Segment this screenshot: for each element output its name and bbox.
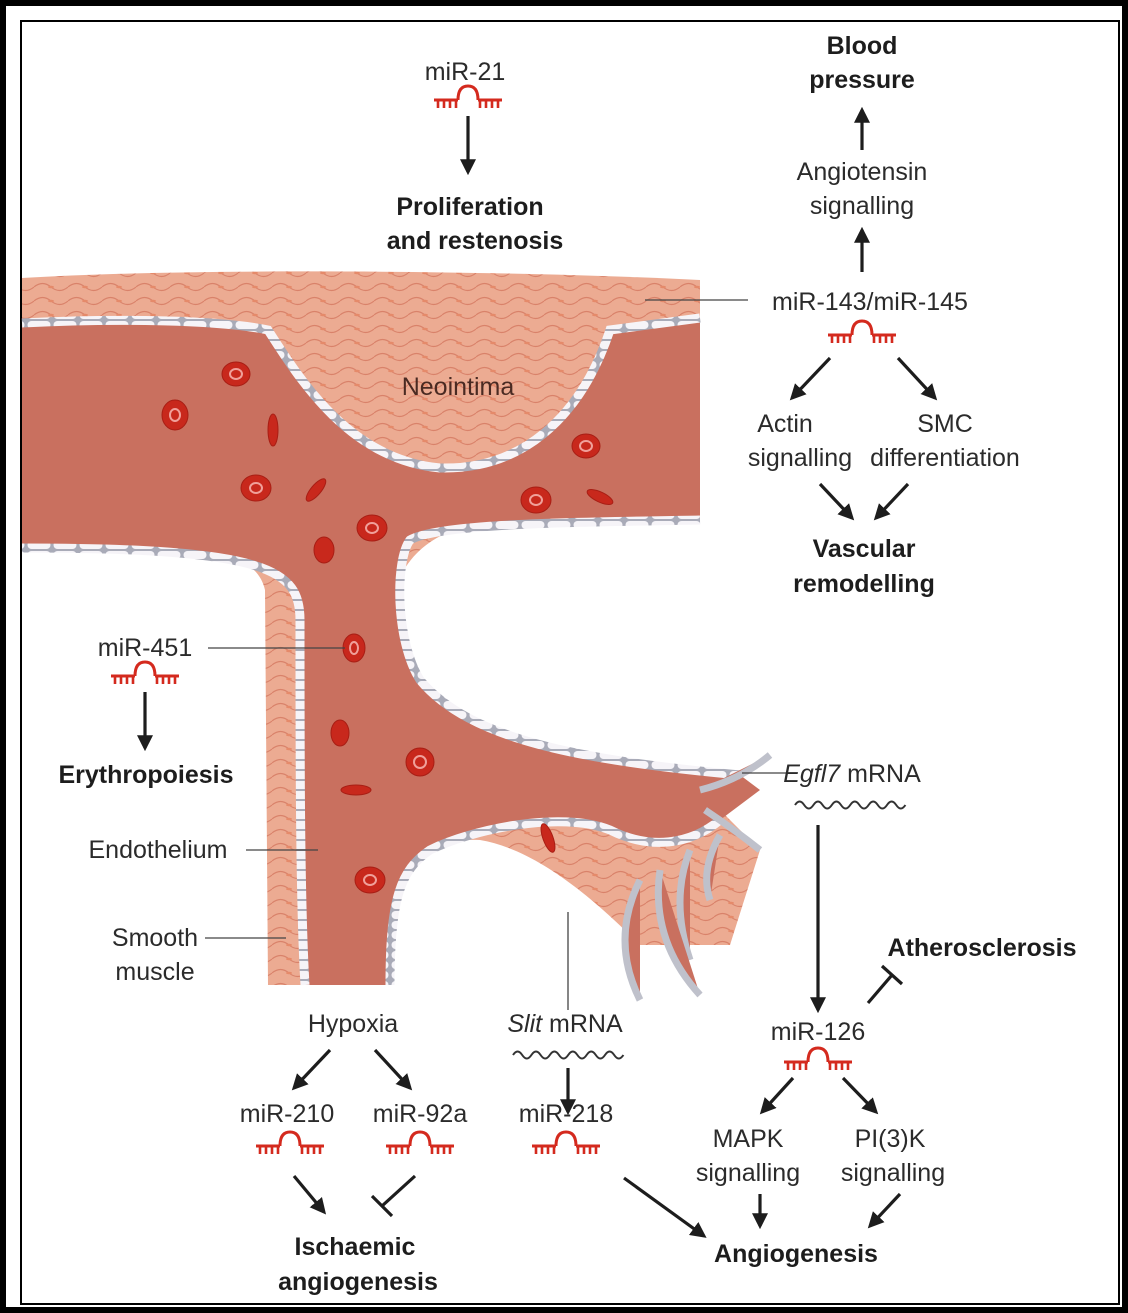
mapk-label-line2: signalling — [696, 1159, 800, 1187]
ischaemic-label-line1: Ischaemic — [295, 1233, 416, 1261]
mir143-label: miR-143/miR-145 — [772, 288, 968, 316]
arrow-icon — [843, 1078, 876, 1112]
arrow-icon — [294, 1050, 330, 1088]
mirna-hairpin-icon — [386, 1132, 454, 1154]
blood-pressure-label-line2: pressure — [809, 66, 915, 94]
smc-label-line1: SMC — [917, 410, 973, 438]
mirna-hairpin-icon — [828, 321, 896, 343]
mirna-hairpin-icon — [434, 86, 502, 108]
arrow-icon — [762, 1078, 793, 1112]
mapk-label-line1: MAPK — [713, 1125, 784, 1153]
mirna-hairpin-icon — [784, 1048, 852, 1070]
arrow-icon — [876, 484, 908, 518]
ischaemic-label-line2: angiogenesis — [278, 1268, 438, 1296]
hypoxia-label: Hypoxia — [308, 1010, 398, 1038]
mir126-label: miR-126 — [771, 1018, 865, 1046]
erythropoiesis-label: Erythropoiesis — [58, 761, 233, 789]
mir210-label: miR-210 — [240, 1100, 334, 1128]
slit-label: Slit mRNA — [507, 1010, 623, 1038]
neointima-label: Neointima — [402, 373, 515, 401]
arrow-icon — [375, 1050, 410, 1088]
mrna-wave-icon — [513, 1052, 623, 1059]
vascular-label-line2: remodelling — [793, 570, 935, 598]
angiotensin-label-line1: Angiotensin — [797, 158, 928, 186]
pi3k-label-line1: PI(3)K — [855, 1125, 926, 1153]
mir92a-label: miR-92a — [373, 1100, 468, 1128]
actin-label-line2: signalling — [748, 444, 852, 472]
blood-pressure-label-line1: Blood — [827, 32, 898, 60]
mir21-label: miR-21 — [425, 58, 506, 86]
mir218-label: miR-218 — [519, 1100, 613, 1128]
actin-label-line1: Actin — [757, 410, 813, 438]
egfl7-label: Egfl7 mRNA — [783, 760, 921, 788]
pi3k-label-line2: signalling — [841, 1159, 945, 1187]
mirna-hairpin-icon — [256, 1132, 324, 1154]
labels: miR-21 Proliferation and restenosis Bloo… — [58, 32, 1076, 1296]
mrna-wave-icon — [795, 802, 905, 809]
arrow-icon — [792, 358, 830, 398]
arrow-icon — [624, 1178, 704, 1236]
smooth-muscle-label-line1: Smooth — [112, 924, 198, 952]
inhibition-bar-icon — [868, 975, 892, 1003]
atherosclerosis-label: Atherosclerosis — [888, 934, 1077, 962]
angiotensin-label-line2: signalling — [810, 192, 914, 220]
proliferation-label-line1: Proliferation — [396, 193, 543, 221]
endothelium-label: Endothelium — [89, 836, 228, 864]
arrow-icon — [870, 1194, 900, 1226]
arrow-icon — [820, 484, 852, 518]
arrow-icon — [294, 1176, 324, 1212]
mirna-hairpin-icon — [532, 1132, 600, 1154]
vascular-label-line1: Vascular — [813, 535, 916, 563]
arrow-icon — [898, 358, 935, 398]
smooth-muscle-label-line2: muscle — [115, 958, 194, 986]
angiogenesis-label: Angiogenesis — [714, 1240, 878, 1268]
mirna-hairpin-icon — [111, 662, 179, 684]
proliferation-label-line2: and restenosis — [387, 227, 563, 255]
mir451-label: miR-451 — [98, 634, 192, 662]
inhibition-bar-icon — [382, 1176, 415, 1206]
smc-label-line2: differentiation — [870, 444, 1020, 472]
